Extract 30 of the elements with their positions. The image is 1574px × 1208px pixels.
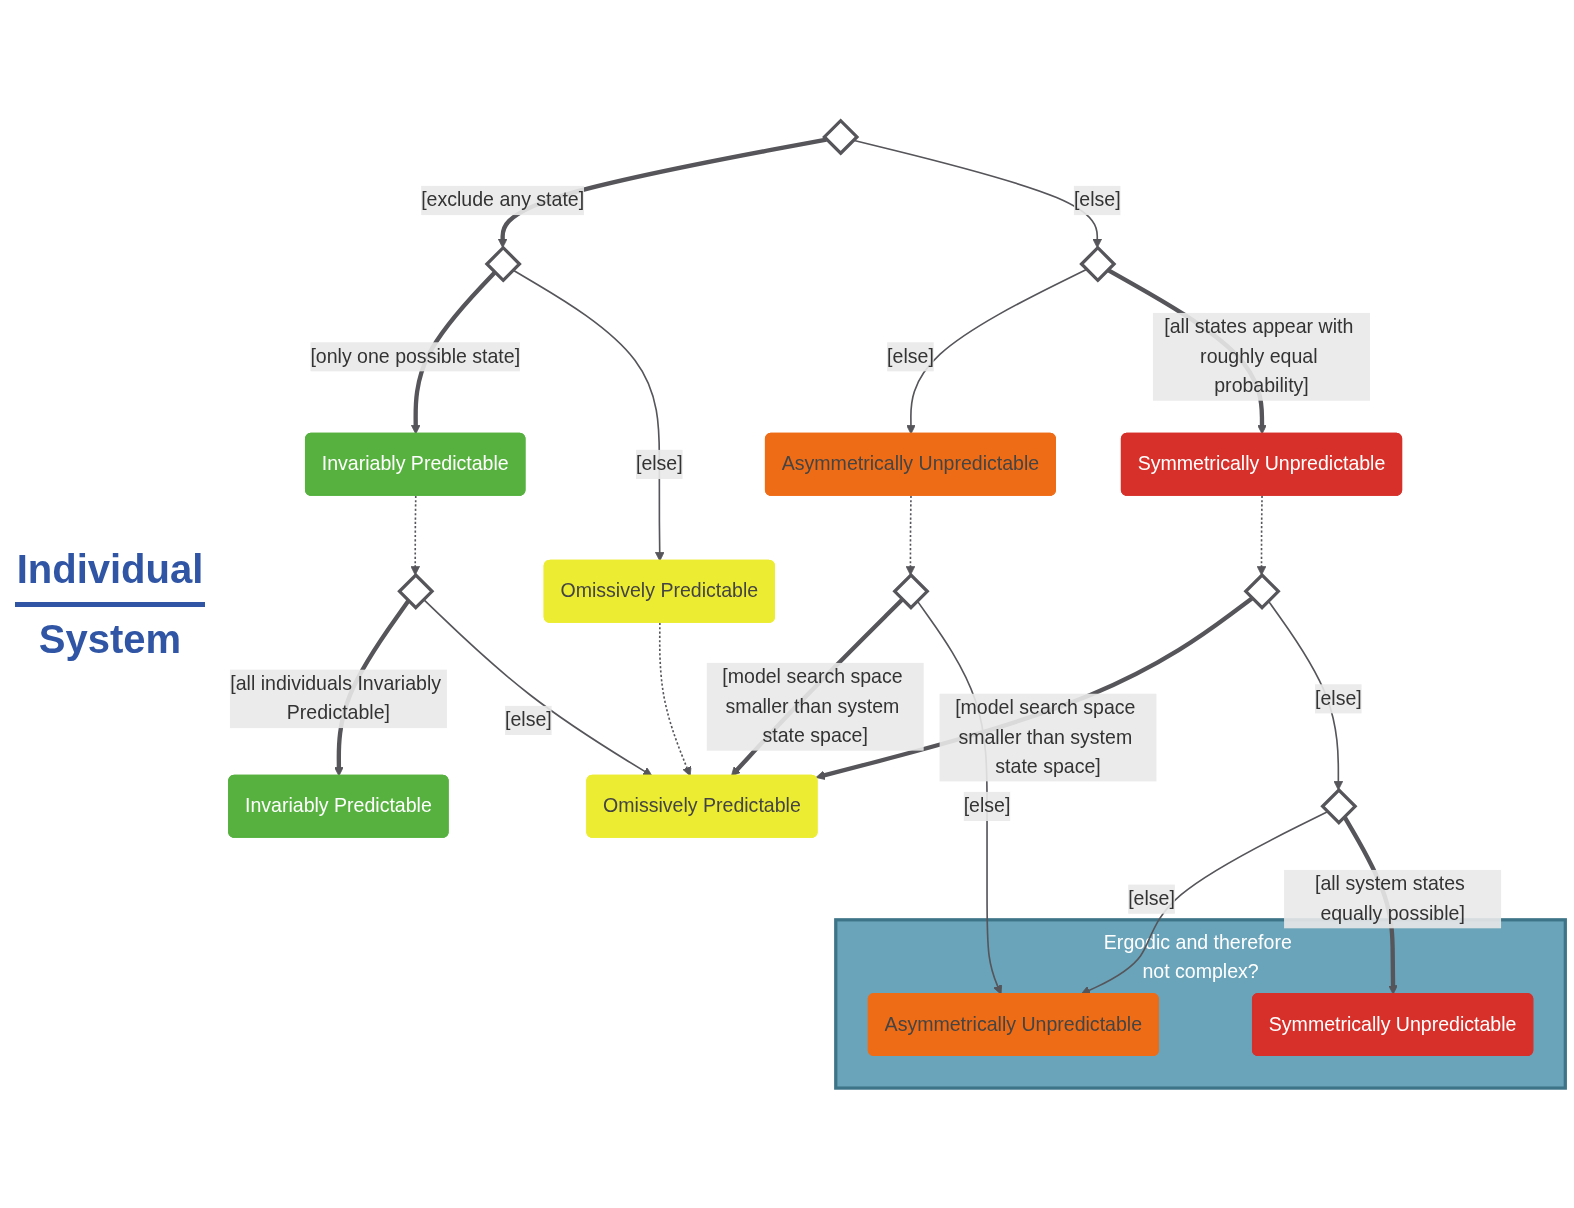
edge-label: [only one possible state] bbox=[310, 345, 521, 367]
edge-label: [model search space smaller than system state space] bbox=[722, 665, 903, 746]
node-diamond bbox=[1320, 787, 1358, 825]
section-label: Individual bbox=[16, 546, 204, 592]
edge-label: [else] bbox=[963, 794, 1011, 817]
node-diamond bbox=[397, 572, 435, 610]
edge-label: [model search space smaller than system state space] bbox=[955, 696, 1136, 777]
node-diamond bbox=[892, 572, 930, 610]
edge-label: [else] bbox=[635, 452, 683, 475]
arrow bbox=[906, 268, 1088, 434]
arrow bbox=[658, 621, 692, 776]
arrow bbox=[1256, 494, 1267, 576]
arrow bbox=[1080, 810, 1329, 995]
node-diamond bbox=[1079, 245, 1117, 283]
arrow bbox=[422, 598, 653, 776]
arrow bbox=[905, 494, 916, 576]
node-diamond bbox=[484, 245, 522, 283]
edge-label: [all states appear with roughly equal probability] bbox=[1164, 315, 1354, 397]
edge-label: [exclude any state] bbox=[421, 188, 585, 211]
edge-label: [else] bbox=[1314, 687, 1362, 709]
edge-label: [else] bbox=[505, 708, 552, 731]
arrow bbox=[512, 268, 665, 561]
edge-label: [else] bbox=[887, 345, 934, 367]
node-diamond bbox=[822, 118, 860, 156]
section-label: System bbox=[38, 616, 182, 662]
node-diamond bbox=[1243, 572, 1281, 610]
edge-label: [else] bbox=[1073, 188, 1121, 211]
edge-label: [all individuals Invariably Predictable] bbox=[230, 672, 442, 724]
edge-label: [else] bbox=[1128, 887, 1175, 910]
arrow bbox=[410, 494, 420, 576]
